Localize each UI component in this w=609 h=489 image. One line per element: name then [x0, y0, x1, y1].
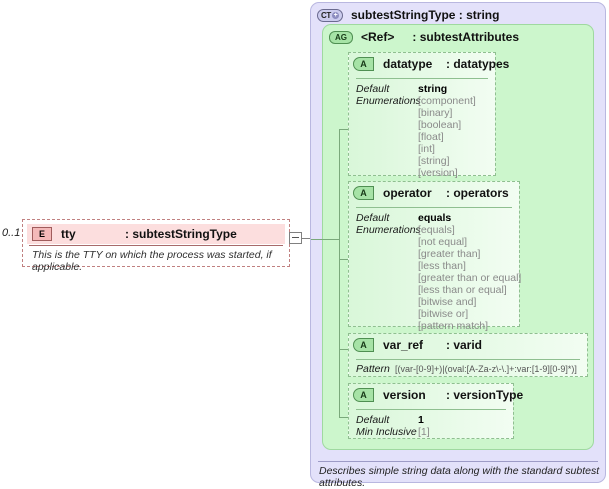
enumeration-item: [string] — [418, 155, 450, 167]
plus-icon[interactable]: + — [332, 11, 340, 19]
element-icon: E — [32, 227, 52, 241]
attribute-box-var-ref[interactable]: A var_ref : varid Pattern [(var-[0-9]+)|… — [348, 333, 588, 377]
attribute-icon: A — [353, 57, 374, 71]
attribute-divider — [356, 359, 580, 360]
enumeration-item: [bitwise and] — [418, 296, 477, 308]
element-name: tty — [61, 227, 76, 241]
minus-icon[interactable] — [289, 232, 302, 244]
tree-stem-in — [311, 239, 340, 240]
facet-value: [(var-[0-9]+)|(oval:[A-Za-z\-\.]+:var:[1… — [395, 364, 577, 374]
attribute-header-version: A version : versionType — [353, 388, 523, 402]
enumeration-item: [component] — [418, 95, 476, 107]
enumeration-item: [not equal] — [418, 236, 468, 248]
facet-label: Default — [356, 212, 390, 224]
attribute-name: var_ref — [383, 338, 424, 352]
element-documentation: This is the TTY on which the process was… — [32, 249, 272, 273]
enumeration-item: [less than or equal] — [418, 284, 507, 296]
attribute-divider — [356, 207, 512, 208]
attribute-type: : varid — [446, 338, 483, 352]
attributegroup-header[interactable]: AG <Ref> : subtestAttributes — [329, 30, 519, 44]
enumeration-item: [equals] — [418, 224, 455, 236]
enumeration-item: [greater than or equal] — [418, 272, 522, 284]
attribute-type: : datatypes — [446, 57, 510, 71]
enumeration-item: [float] — [418, 131, 444, 143]
tree-branch-varref — [339, 349, 349, 350]
attribute-divider — [356, 78, 488, 79]
facet-value: equals — [418, 212, 452, 224]
complextype-icon-label: CT — [320, 10, 332, 20]
element-divider — [29, 245, 283, 246]
attribute-type: : operators — [446, 186, 509, 200]
tree-branch-datatype — [339, 129, 349, 130]
element-box-tty[interactable]: E tty : subtestStringType This is the TT… — [22, 219, 290, 273]
attributegroup-name: <Ref> — [361, 30, 395, 44]
attribute-header-var-ref: A var_ref : varid — [353, 338, 482, 352]
facet-label: Default — [356, 414, 390, 426]
attribute-icon: A — [353, 388, 374, 402]
attribute-divider — [356, 409, 506, 410]
complextype-annotation: Describes simple string data along with … — [319, 465, 600, 489]
tree-branch-operator — [339, 259, 349, 260]
tree-branch-version — [339, 417, 349, 418]
attributegroup-icon: AG — [329, 30, 353, 44]
facet-label: Enumerations — [356, 95, 421, 107]
element-type: : subtestStringType — [125, 227, 237, 241]
enumeration-item: [greater than] — [418, 248, 481, 260]
attribute-header-operator: A operator : operators — [353, 186, 509, 200]
enumeration-item: [pattern match] — [418, 320, 489, 332]
cardinality-label: 0..1 — [2, 227, 21, 239]
attribute-name: version — [383, 388, 426, 402]
complextype-title: subtestStringType : string — [351, 8, 500, 22]
enumeration-item: [int] — [418, 143, 435, 155]
attribute-type: : versionType — [446, 388, 524, 402]
facet-label: Pattern — [356, 363, 390, 375]
enumeration-item: [bitwise or] — [418, 308, 469, 320]
attribute-box-version[interactable]: A version : versionType Default 1 Min In… — [348, 383, 523, 439]
footer-divider — [318, 461, 598, 462]
facet-label: Min Inclusive — [356, 426, 417, 438]
attributegroup-type: : subtestAttributes — [412, 30, 520, 44]
attribute-icon: A — [353, 186, 374, 200]
element-header: E tty : subtestStringType — [27, 224, 285, 246]
facet-label: Enumerations — [356, 224, 421, 236]
attribute-name: datatype — [383, 57, 433, 71]
enumeration-item: [boolean] — [418, 119, 462, 131]
enumeration-item: [version] — [418, 167, 458, 179]
enumeration-item: [less than] — [418, 260, 466, 272]
attribute-name: operator — [383, 186, 432, 200]
complextype-icon: CT+ — [317, 8, 343, 22]
tree-trunk — [339, 129, 340, 417]
attribute-box-operator[interactable]: A operator : operators Default equals En… — [348, 181, 522, 332]
enumeration-item: [binary] — [418, 107, 453, 119]
facet-value: 1 — [418, 414, 424, 426]
facet-value: string — [418, 83, 448, 95]
complextype-header[interactable]: CT+ subtestStringType : string — [317, 8, 499, 22]
attribute-icon: A — [353, 338, 374, 352]
facet-label: Default — [356, 83, 390, 95]
facet-value: [1] — [418, 426, 430, 438]
attribute-header-datatype: A datatype : datatypes — [353, 57, 509, 71]
attribute-box-datatype[interactable]: A datatype : datatypes Default string En… — [348, 52, 509, 179]
